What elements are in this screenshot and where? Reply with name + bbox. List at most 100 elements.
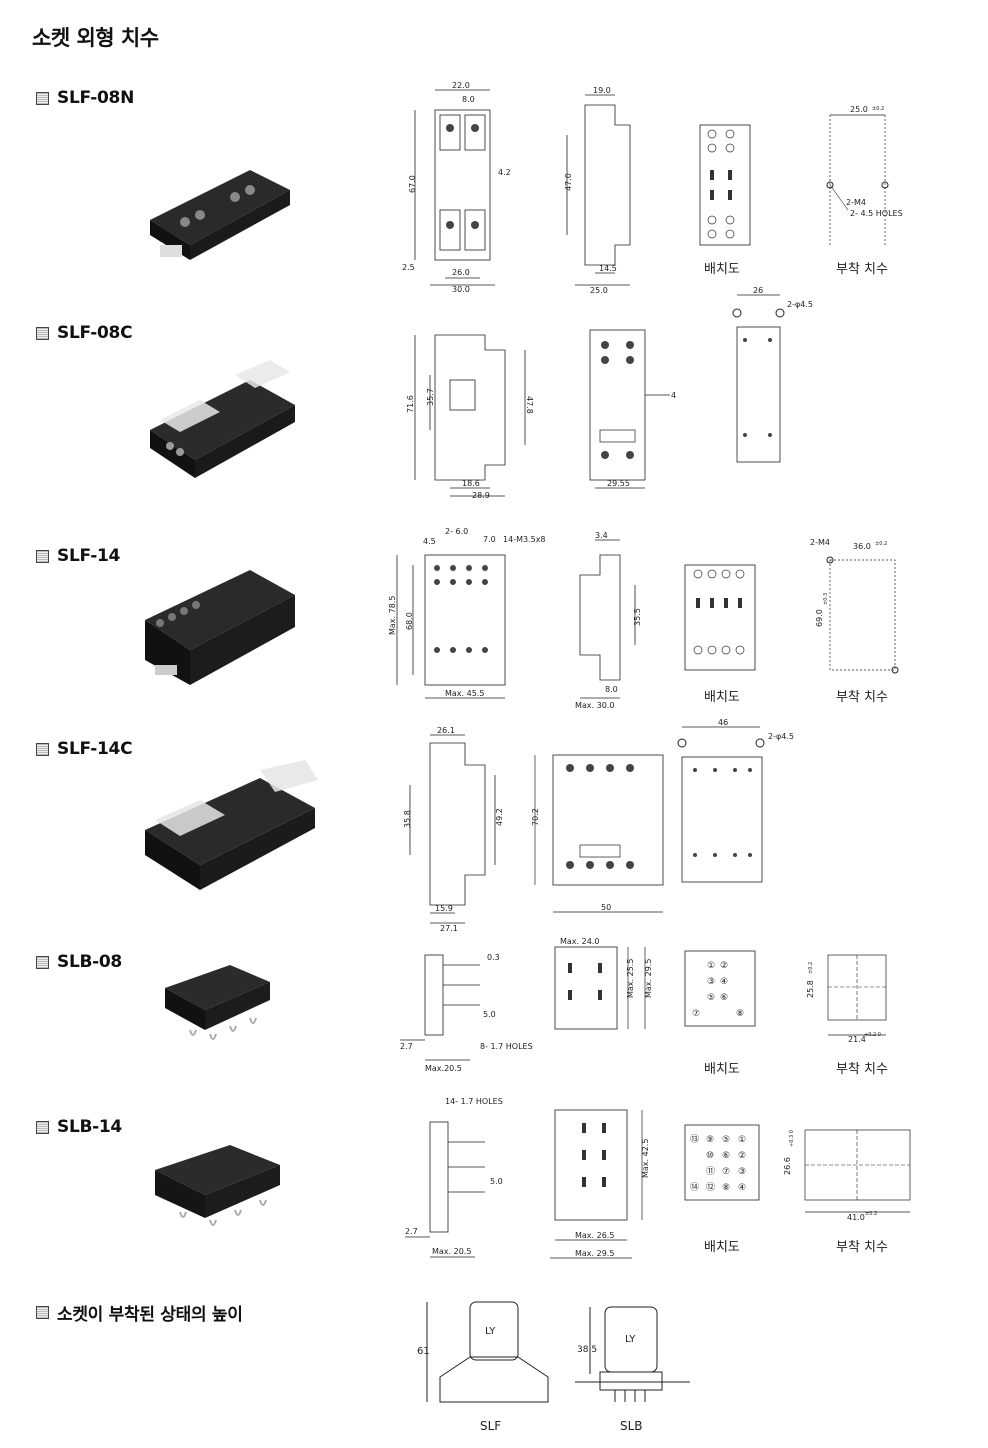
dim-slf-h: 61 bbox=[417, 1346, 430, 1357]
dim-pin: 4 bbox=[671, 391, 676, 400]
drawing-slf-14-layout bbox=[684, 564, 756, 671]
dim-c: 7.0 bbox=[483, 535, 496, 544]
dim-h: Max. 42.5 bbox=[641, 1139, 650, 1178]
pin-7: ⑦ bbox=[722, 1167, 730, 1177]
dim-b: 4.5 bbox=[423, 537, 436, 546]
dim-width: 30.0 bbox=[452, 285, 470, 294]
drawing-slb-14-mount: 26.6 +0.3 0 41.0 ±0.2 bbox=[783, 1129, 911, 1222]
dim-max-h: Max. 78.5 bbox=[388, 596, 397, 635]
dim-wtol: ±0.2 bbox=[865, 1211, 877, 1217]
label-slf: SLF bbox=[480, 1419, 501, 1433]
drawing-slb-08-front: Max. 24.0 Max. 25.5 Max. 29.5 bbox=[554, 937, 653, 1030]
dim-w: 41.0 bbox=[847, 1213, 865, 1222]
dim-h2: 49.2 bbox=[495, 808, 504, 826]
section-label-slf-08n: SLF-08N bbox=[36, 88, 134, 108]
label-slb: SLB bbox=[620, 1419, 643, 1433]
dim-b1: 14.5 bbox=[599, 264, 617, 273]
drawing-slb-14-front: Max. 42.5 Max. 26.5 Max. 29.5 bbox=[550, 1109, 650, 1259]
dim-w2: Max. 29.5 bbox=[575, 1249, 614, 1258]
dim-p: 5.0 bbox=[490, 1177, 503, 1186]
pin-2: ② bbox=[720, 961, 728, 971]
section-label-slb-14: SLB-14 bbox=[36, 1117, 122, 1137]
pin-13: ⑬ bbox=[690, 1134, 699, 1145]
bullet-square-icon bbox=[36, 1120, 49, 1134]
caption-mounting: 부착 치수 bbox=[836, 1062, 888, 1077]
dim-holes: 2-φ4.5 bbox=[768, 732, 794, 741]
dim-h: 35.5 bbox=[633, 608, 642, 626]
pin-11: ⑪ bbox=[706, 1166, 715, 1177]
pin-14: ⑭ bbox=[690, 1182, 699, 1193]
dim-f: 2.7 bbox=[400, 1042, 413, 1051]
dim-m4: 2-M4 bbox=[846, 198, 866, 207]
dim-holes: 8- 1.7 HOLES bbox=[480, 1042, 533, 1051]
pin-3: ③ bbox=[707, 977, 715, 987]
drawing-slf-08c-mount: 26 2-φ4.5 bbox=[732, 286, 813, 463]
dim-w: Max. 20.5 bbox=[432, 1247, 471, 1256]
pin-9: ⑨ bbox=[706, 1135, 714, 1145]
drawing-slf-14c-front: 70.2 50 bbox=[531, 754, 664, 913]
dim-h: 35.8 bbox=[403, 810, 412, 828]
dim-w: Max. 45.5 bbox=[445, 689, 484, 698]
dim-slb-h: 38.5 bbox=[577, 1345, 597, 1355]
caption-layout: 배치도 bbox=[704, 690, 740, 705]
drawing-height-slb: LY 38.5 SLB bbox=[575, 1306, 690, 1433]
bullet-square-icon bbox=[36, 1306, 49, 1319]
dim-wtol: +0.2 0 bbox=[864, 1032, 881, 1038]
dim-bottom: 26.0 bbox=[452, 268, 470, 277]
dim-tol: ±0.2 bbox=[875, 541, 887, 547]
dim-height: 67.0 bbox=[408, 175, 417, 193]
dim-b1: 18.6 bbox=[462, 479, 480, 488]
drawing-slf-08c-front: 29.55 4 bbox=[589, 329, 676, 489]
drawing-slf-14c-side: 26.1 35.8 49.2 15.9 27.1 bbox=[403, 726, 504, 933]
drawing-slf-08n-front: 22.0 8.0 67.0 4.2 26.0 30.0 2.5 bbox=[402, 81, 511, 294]
section-label-slf-08c: SLF-08C bbox=[36, 323, 133, 343]
bullet-square-icon bbox=[36, 742, 49, 756]
drawing-slf-08n-mount: 25.0 ±0.2 2-M4 2- 4.5 HOLES bbox=[826, 105, 903, 245]
dim-htol: ±0.2 bbox=[808, 962, 814, 974]
product-photo-slf-08n bbox=[150, 170, 290, 260]
dim-h: 25.8 bbox=[806, 980, 815, 998]
relay-label-ly: LY bbox=[485, 1326, 496, 1337]
dim-top: 22.0 bbox=[452, 81, 470, 90]
dim-t: 0.3 bbox=[487, 953, 500, 962]
drawing-slb-08-layout: ① ② ③ ④ ⑤ ⑥ ⑦ ⑧ bbox=[684, 950, 756, 1027]
dim-d: 14-M3.5x8 bbox=[503, 535, 546, 544]
drawing-slb-08-mount: 25.8 ±0.2 21.4 +0.2 0 bbox=[806, 954, 887, 1044]
product-photo-slb-14 bbox=[155, 1145, 280, 1226]
dim-h2: Max. 29.5 bbox=[644, 959, 653, 998]
dim-b2: 28.9 bbox=[472, 491, 490, 500]
pin-3: ③ bbox=[738, 1167, 746, 1177]
dim-w: 50 bbox=[601, 903, 611, 912]
dim-height: 71.6 bbox=[406, 395, 415, 413]
relay-label-ly: LY bbox=[625, 1334, 636, 1345]
dim-foot: 2.5 bbox=[402, 263, 415, 272]
caption-layout: 배치도 bbox=[704, 1240, 740, 1255]
drawing-slb-14-side: 14- 1.7 HOLES 5.0 2.7 Max. 20.5 bbox=[405, 1097, 503, 1258]
drawing-height-slf: LY 61 SLF bbox=[417, 1301, 549, 1433]
drawing-slf-08n-side: 19.0 47.0 14.5 25.0 bbox=[564, 86, 631, 295]
dim-w1: Max. 26.5 bbox=[575, 1231, 614, 1240]
dim-top2: 8.0 bbox=[462, 95, 475, 104]
dim-w: Max. 30.0 bbox=[575, 701, 614, 710]
section-label-height: 소켓이 부착된 상태의 높이 bbox=[36, 1300, 243, 1325]
caption-mounting: 부착 치수 bbox=[836, 690, 888, 705]
dim-top: 3.4 bbox=[595, 531, 608, 540]
pin-4: ④ bbox=[720, 977, 728, 987]
dim-top: 25.0 bbox=[850, 105, 868, 114]
dim-b1: 15.9 bbox=[435, 904, 453, 913]
dim-h1: Max. 25.5 bbox=[626, 959, 635, 998]
bullet-square-icon bbox=[36, 955, 49, 969]
pin-12: ⑫ bbox=[706, 1182, 715, 1193]
pin-5: ⑤ bbox=[707, 993, 715, 1003]
dim-b2: 27.1 bbox=[440, 924, 458, 933]
drawing-slf-08n-layout bbox=[699, 124, 751, 246]
pin-10: ⑩ bbox=[706, 1151, 714, 1161]
dim-top: 19.0 bbox=[593, 86, 611, 95]
pin-8: ⑧ bbox=[722, 1183, 730, 1193]
dim-mid: 35.7 bbox=[426, 388, 435, 406]
bullet-square-icon bbox=[36, 91, 49, 105]
dim-htol: +0.3 0 bbox=[789, 1130, 795, 1147]
pin-6: ⑥ bbox=[722, 1151, 730, 1161]
dim-top: Max. 24.0 bbox=[560, 937, 599, 946]
dim-p: 5.0 bbox=[483, 1010, 496, 1019]
